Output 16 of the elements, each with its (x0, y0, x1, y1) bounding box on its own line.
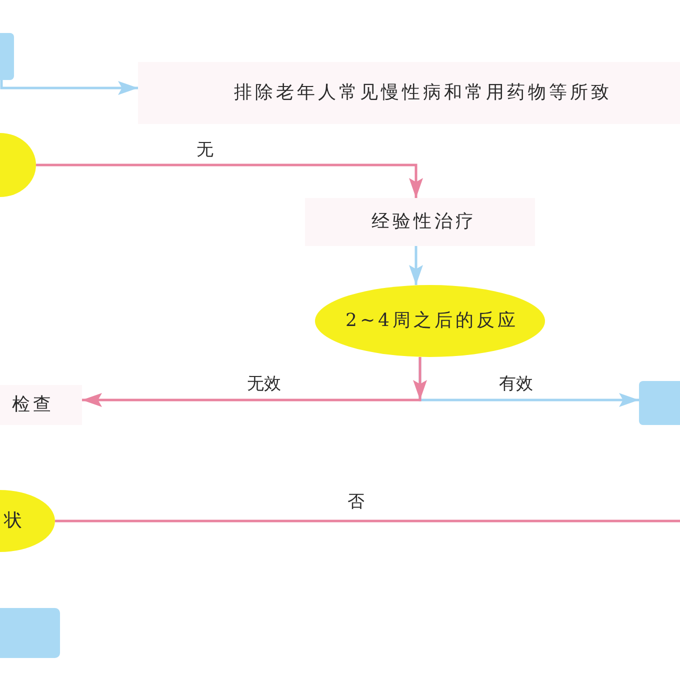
edge-label: 否 (346, 492, 366, 512)
edge-label: 无 (194, 140, 216, 160)
edge-label: 有效 (497, 374, 535, 394)
arrow (82, 357, 427, 407)
connector-line (55, 520, 680, 522)
text-box: 经验性治疗 (305, 198, 535, 246)
arrow (0, 80, 138, 95)
edge-label: 无效 (245, 374, 283, 394)
text-box: 检查 (0, 385, 82, 425)
arrow (36, 164, 423, 198)
process-box (0, 608, 60, 658)
text-box: 排除老年人常见慢性病和常用药物等所致 (138, 62, 680, 124)
process-box (0, 33, 14, 80)
process-box (639, 381, 680, 425)
arrow (409, 246, 423, 285)
decision-ellipse: 2~4周之后的反应 (315, 285, 545, 357)
